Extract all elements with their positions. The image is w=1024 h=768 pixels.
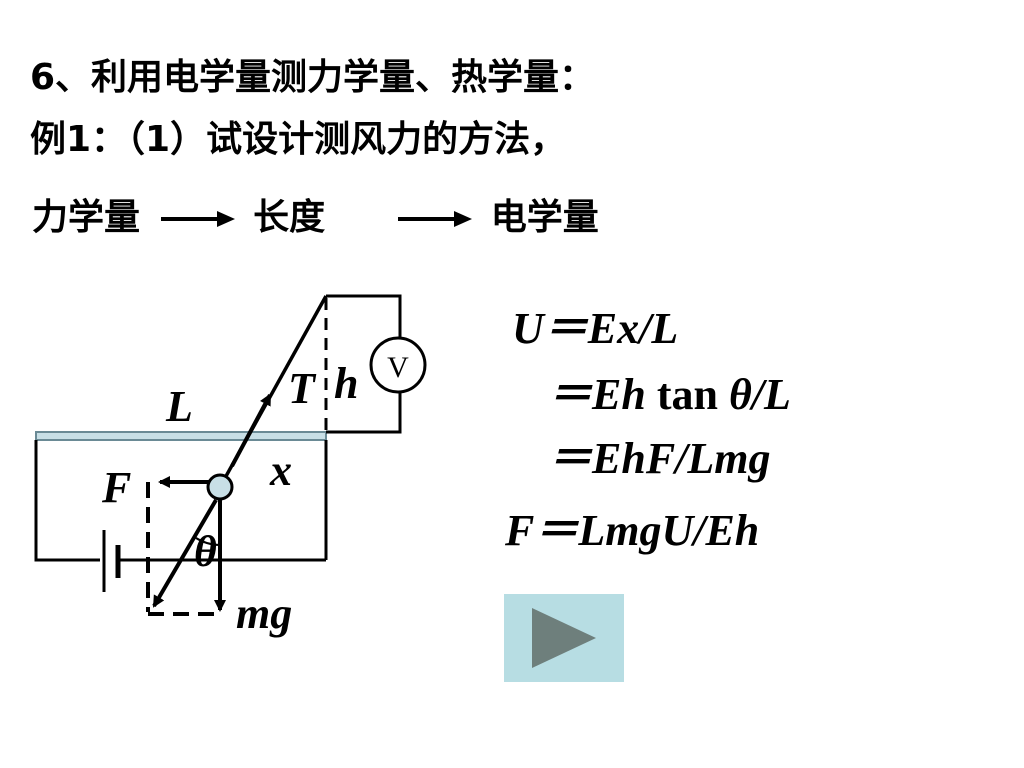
circuit-wire-left bbox=[34, 440, 100, 562]
play-icon bbox=[532, 608, 596, 668]
flow-step-electrical: 电学量 bbox=[490, 197, 599, 238]
heading-line-2: 例1：（1）试设计测风力的方法， bbox=[30, 119, 567, 160]
resultant-arrow bbox=[152, 498, 218, 608]
equation-1: U＝Ex/L bbox=[512, 304, 679, 353]
label-height-h: h bbox=[334, 359, 358, 408]
label-force-f: F bbox=[101, 463, 131, 512]
equation-4: F＝LmgU/Eh bbox=[505, 506, 760, 555]
heading-line-1: 6、利用电学量测力学量、热学量： bbox=[30, 57, 596, 98]
play-button[interactable] bbox=[504, 594, 624, 682]
voltmeter-wire-bottom bbox=[326, 392, 402, 434]
theta-arc bbox=[195, 537, 221, 546]
label-length-l: L bbox=[165, 382, 193, 431]
equation-3: ＝EhF/Lmg bbox=[548, 434, 771, 483]
label-displacement-x: x bbox=[269, 446, 292, 495]
pendulum-sphere bbox=[206, 473, 234, 501]
voltmeter-wire-top bbox=[326, 294, 402, 338]
voltmeter-label: V bbox=[387, 351, 409, 384]
equation-2: ＝Eh tan θ/L bbox=[548, 370, 791, 419]
flow-step-length: 长度 bbox=[253, 197, 326, 238]
voltmeter-icon bbox=[369, 336, 427, 394]
label-tension-t: T bbox=[288, 364, 317, 413]
right-arrow-icon bbox=[398, 211, 473, 227]
flow-step-mechanical: 力学量 bbox=[32, 197, 141, 238]
label-theta: θ bbox=[194, 527, 217, 576]
resistance-wire-bar bbox=[35, 431, 327, 441]
right-arrow-icon bbox=[160, 211, 235, 227]
label-weight-mg: mg bbox=[236, 589, 292, 638]
flow-row: 力学量 长度 电学量 bbox=[32, 188, 599, 240]
tension-arrow bbox=[230, 393, 272, 467]
